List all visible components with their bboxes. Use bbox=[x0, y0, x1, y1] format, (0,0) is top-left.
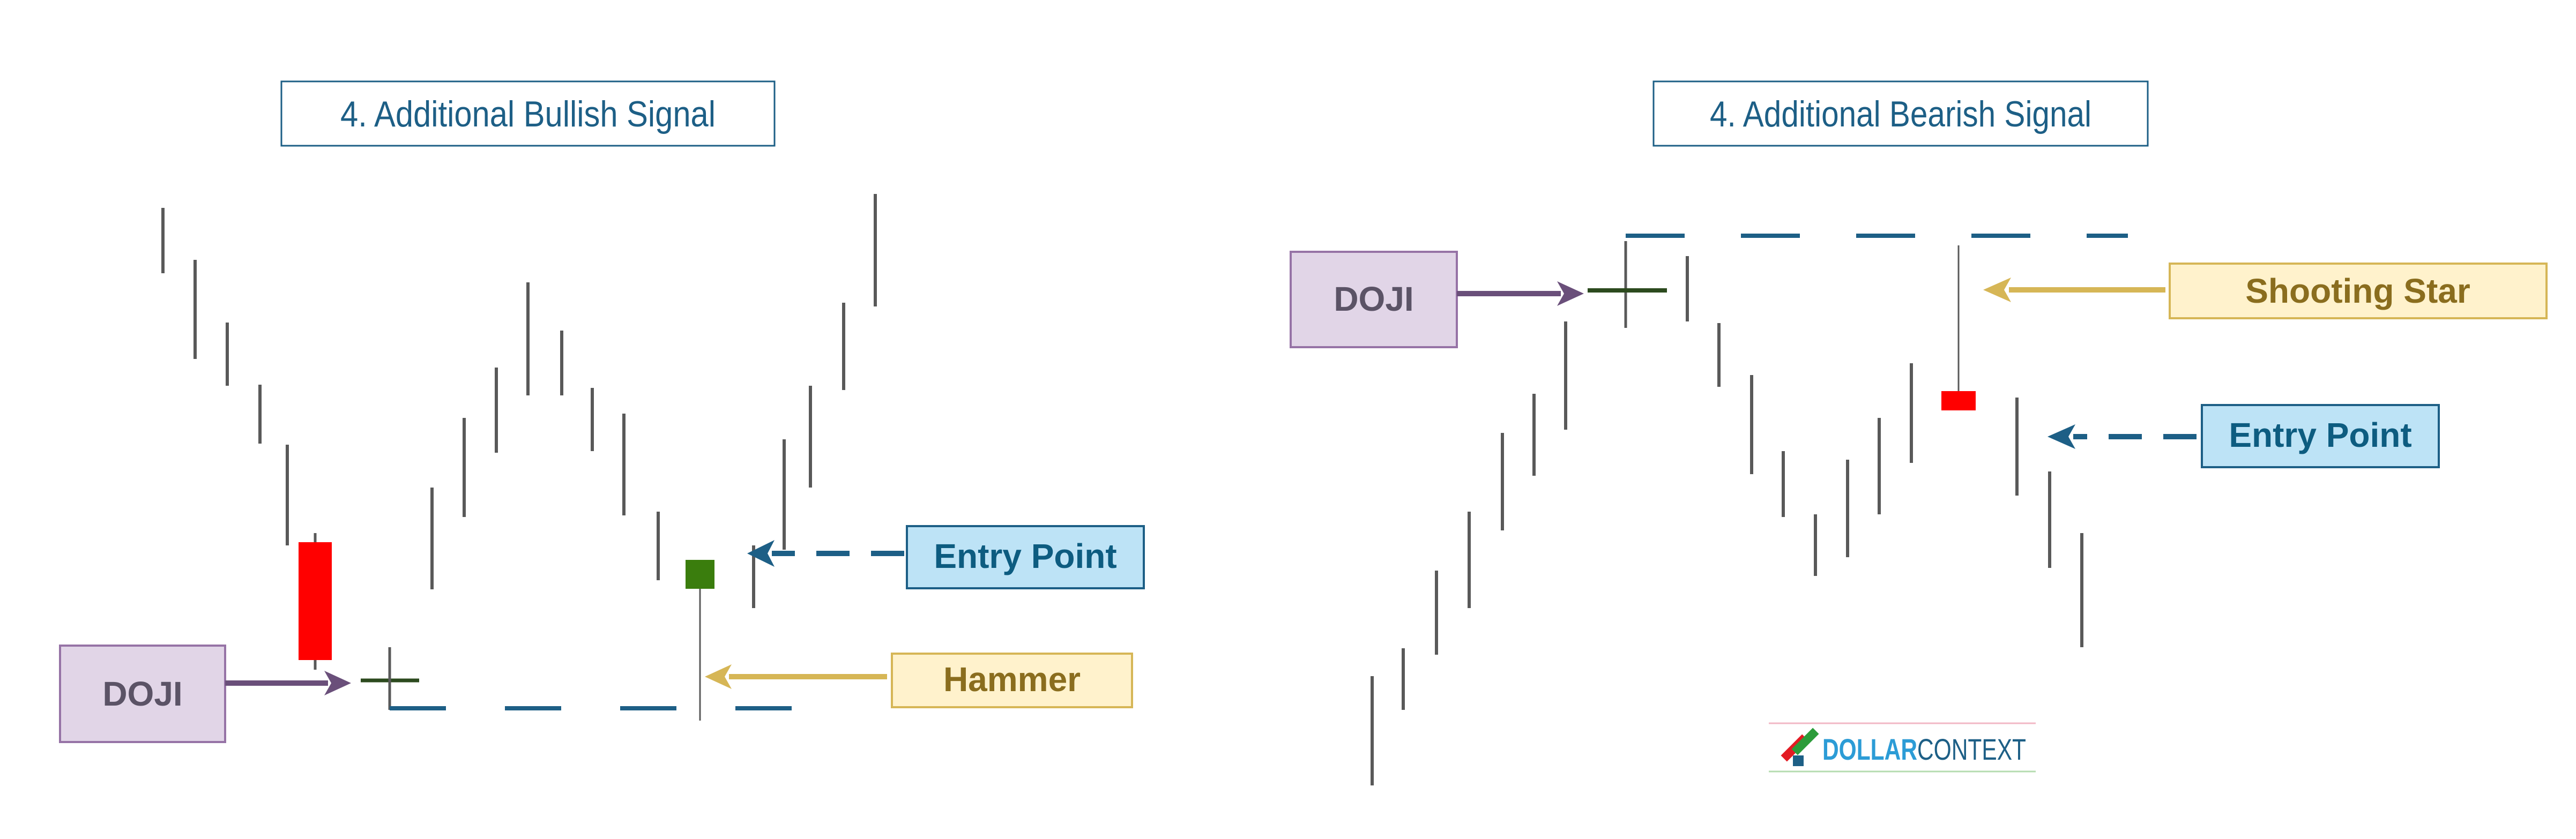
arrow-head-icon bbox=[705, 664, 732, 689]
doji-label: DOJI bbox=[1334, 280, 1413, 318]
arrow-head-icon bbox=[747, 540, 775, 567]
doji-candle bbox=[361, 647, 419, 710]
arrow-head-icon bbox=[2048, 424, 2075, 449]
hammer-callout: Hammer bbox=[705, 653, 1133, 708]
bullish-panel: 4. Additional Bullish Signal bbox=[59, 80, 1145, 743]
doji-callout: DOJI bbox=[59, 645, 351, 743]
bearish-price-bars bbox=[1371, 256, 2083, 785]
shooting-star-callout: Shooting Star bbox=[1983, 263, 2548, 319]
entry-point-label: Entry Point bbox=[934, 537, 1116, 575]
hammer-label: Hammer bbox=[943, 660, 1081, 699]
logo-wordmark: DOLLARCONTEXT bbox=[1822, 732, 2026, 766]
dollarcontext-logo: DOLLARCONTEXT bbox=[1769, 722, 2036, 773]
bullish-title-box: 4. Additional Bullish Signal bbox=[280, 80, 776, 147]
shooting-star-label: Shooting Star bbox=[2245, 272, 2470, 310]
shooting-star-candle bbox=[1941, 245, 1976, 410]
bearish-candle bbox=[299, 533, 332, 670]
arrow-head-icon bbox=[324, 671, 351, 695]
bearish-title-box: 4. Additional Bearish Signal bbox=[1652, 80, 2149, 147]
dollarcontext-logo-icon bbox=[1781, 728, 1819, 766]
bullish-title: 4. Additional Bullish Signal bbox=[340, 94, 716, 134]
doji-candle bbox=[1588, 241, 1667, 328]
hammer-candle bbox=[686, 560, 714, 721]
entry-point-callout: Entry Point bbox=[2048, 404, 2440, 468]
logo-context: CONTEXT bbox=[1917, 732, 2026, 766]
entry-point-callout: Entry Point bbox=[747, 525, 1145, 589]
arrow-head-icon bbox=[1983, 278, 2011, 302]
bearish-title: 4. Additional Bearish Signal bbox=[1710, 94, 2091, 134]
doji-label: DOJI bbox=[102, 675, 182, 713]
entry-point-label: Entry Point bbox=[2229, 416, 2411, 454]
bearish-panel: 4. Additional Bearish Signal bbox=[1290, 80, 2548, 785]
arrow-head-icon bbox=[1557, 281, 1584, 306]
doji-callout: DOJI bbox=[1290, 251, 1584, 348]
logo-dollar: DOLLAR bbox=[1822, 732, 1917, 766]
